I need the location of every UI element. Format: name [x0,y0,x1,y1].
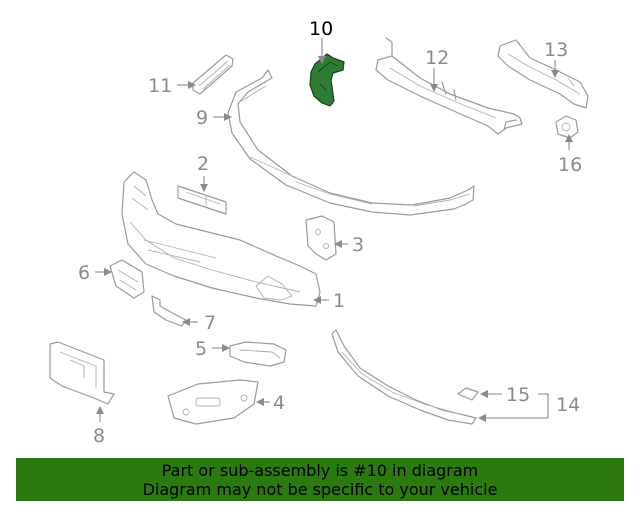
callout-15[interactable]: 15 [506,384,530,406]
part-7-strip [151,295,187,327]
part-1-lower-bumper [121,171,321,307]
info-banner: Part or sub-assembly is #10 in diagram D… [16,458,624,501]
callout-3[interactable]: 3 [352,234,364,256]
callout-6[interactable]: 6 [78,262,90,284]
callout-12[interactable]: 12 [425,47,449,69]
part-16-clip [555,115,579,139]
part-15-clip [457,387,479,401]
callout-1[interactable]: 1 [333,290,345,312]
callout-16[interactable]: 16 [558,154,582,176]
part-12-reinforcement [375,37,523,135]
callout-14[interactable]: 14 [556,394,580,416]
part-3-bracket [305,215,337,261]
callout-10[interactable]: 10 [309,18,333,40]
part-8-mount-plate [49,341,115,405]
part-5-bezel [229,341,287,367]
callout-4[interactable]: 4 [273,392,285,414]
part-9-bumper-cover [227,69,475,216]
callout-7[interactable]: 7 [204,312,216,334]
banner-line-2: Diagram may not be specific to your vehi… [142,480,498,499]
part-14-lower-lip [331,329,477,425]
banner-line-1: Part or sub-assembly is #10 in diagram [161,461,479,480]
part-10-highlighted [309,53,345,107]
callout-5[interactable]: 5 [195,338,207,360]
part-6-bracket [109,259,145,299]
part-4-garnish [167,379,259,425]
callout-8[interactable]: 8 [93,425,105,447]
leader-lines [95,38,573,422]
callout-9[interactable]: 9 [196,107,208,129]
part-11-bracket [192,54,234,95]
callout-2[interactable]: 2 [197,153,209,175]
part-13-side-bracket [497,39,589,109]
callout-11[interactable]: 11 [148,75,172,97]
part-2-plate [177,185,227,215]
callout-13[interactable]: 13 [544,39,568,61]
